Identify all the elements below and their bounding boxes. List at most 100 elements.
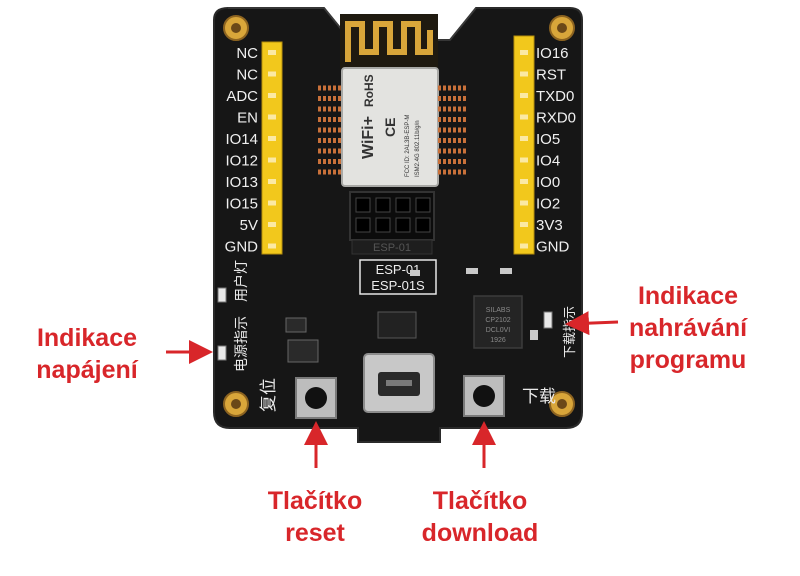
header-pin [268,179,276,184]
annotation-line: Indikace [36,324,138,352]
left-header [261,41,283,255]
silk-user-led: 用户灯 [233,260,250,302]
spring-contacts-left [318,85,342,175]
annotation-line: Tlačítko [267,487,363,515]
header-pin [268,200,276,206]
svg-text:SILABS: SILABS [486,307,511,314]
model-label-line-1: ESP-01 [376,262,421,277]
header-pin [520,222,528,227]
spring-contacts-right [438,85,468,175]
header-pin [268,157,276,163]
smd-components [285,268,538,363]
pin-label: IO12 [225,153,258,170]
model-label-line-2: ESP-01S [371,278,425,293]
header-pin [268,71,276,77]
usb-uart-chip: SILABS CP2102 DCL0VI 1926 [473,295,523,349]
micro-usb-connector [363,353,435,413]
svg-text:WiFi+: WiFi+ [360,116,377,159]
header-pin [520,114,528,120]
annotation-line: reset [285,519,345,547]
header-pin [268,222,276,227]
svg-text:ESP-01: ESP-01 [373,242,411,254]
svg-text:DCL0VI: DCL0VI [486,327,511,334]
annotation-power-led: Indikace napájení [12,322,162,386]
socket-hole [415,217,431,233]
header-pin [268,50,276,55]
module-markings: WiFi+ RoHS CE FCC ID: 2AL3B-ESP-M ISM2.4… [360,74,421,177]
esp01-socket: ESP-01 [349,191,435,255]
pin-label: EN [237,110,258,127]
header-pin [520,71,528,77]
header-pin [268,93,276,98]
pin-label: GND [225,239,259,256]
header-pin [520,243,528,249]
silk-reset: 复位 [259,378,279,412]
pin-label: GND [536,239,570,256]
pin-label: TXD0 [536,88,574,105]
header-pin [520,50,528,55]
socket-hole [395,197,411,213]
annotation-line: programu [629,346,747,374]
annotation-arrows [166,311,619,468]
socket-hole [415,197,431,213]
annotation-line: napájení [36,356,138,384]
pin-label: NC [236,67,258,84]
esp-module-shield [341,67,439,187]
user-led [217,287,227,303]
arrow-upload [565,311,619,336]
annotation-reset-button: Tlačítko reset [245,485,385,549]
svg-text:CP2102: CP2102 [485,317,510,324]
header-pin [520,200,528,206]
header-pin [520,179,528,184]
silk-download: 下载 [522,387,556,407]
header-pin [520,93,528,98]
svg-text:FCC ID: 2AL3B-ESP-M: FCC ID: 2AL3B-ESP-M [405,115,411,177]
pin-label: IO16 [536,45,569,62]
download-led [543,311,553,329]
right-header [513,35,535,255]
pin-label: IO14 [225,131,258,148]
antenna [340,14,438,68]
mounting-holes [223,15,575,417]
socket-hole [355,217,371,233]
silk-download-led: 下载指示 [563,306,578,358]
header-pin [520,157,528,163]
pin-label: 5V [240,217,258,234]
pin-label: IO15 [225,196,258,213]
pin-label: IO4 [536,153,560,170]
reset-button[interactable] [295,377,337,419]
pin-label: RXD0 [536,110,576,127]
pin-label: RST [536,67,566,84]
annotation-download-button: Tlačítko download [405,485,555,549]
header-pin [520,136,528,141]
socket-hole [355,197,371,213]
socket-hole [375,197,391,213]
svg-text:1926: 1926 [490,337,506,344]
pin-label: ADC [226,88,258,105]
header-pin [268,243,276,249]
annotation-line: Indikace [637,282,739,310]
annotation-line: download [421,519,539,547]
pin-label: IO5 [536,131,560,148]
svg-text:CE: CE [382,118,398,137]
power-led [217,345,227,361]
annotation-upload-led: Indikace nahrávání programu [618,280,758,376]
svg-text:ISM2.4G 802.11b/g/n: ISM2.4G 802.11b/g/n [415,120,421,177]
model-label-box [359,259,437,295]
socket-hole [375,217,391,233]
svg-text:RoHS: RoHS [362,74,376,107]
annotation-line: Tlačítko [432,487,528,515]
pin-label: IO0 [536,174,560,191]
header-pin [268,136,276,141]
socket-hole [395,217,411,233]
pin-label: 3V3 [536,217,563,234]
download-button[interactable] [463,375,505,417]
pin-label: IO13 [225,174,258,191]
header-pin [268,114,276,120]
annotation-line: nahrávání [628,314,748,342]
pin-label: NC [236,45,258,62]
